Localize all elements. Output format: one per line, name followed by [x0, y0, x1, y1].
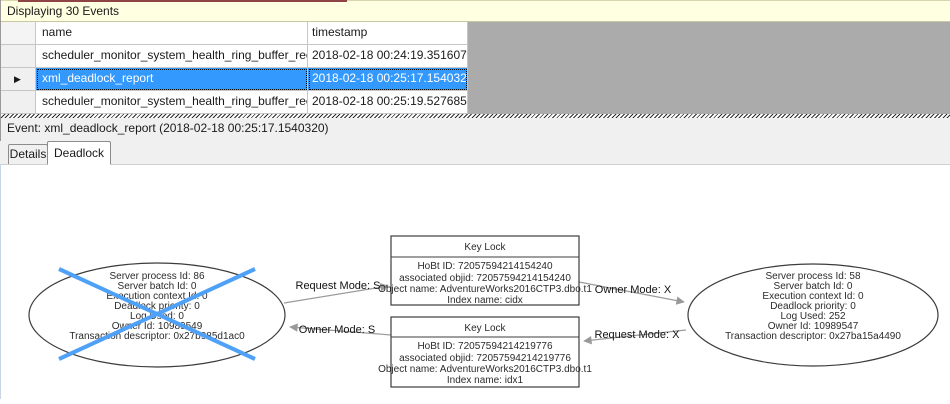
cell-timestamp[interactable]: 2018-02-18 00:25:17.1540320: [308, 68, 468, 91]
node-line: Owner Id: 10989549: [112, 321, 203, 332]
resource-node-key-lock-bottom[interactable]: Key Lock HoBt ID: 72057594214219776 asso…: [378, 316, 592, 388]
cell-timestamp[interactable]: 2018-02-18 00:24:19.3516078: [308, 45, 468, 68]
row-gutter[interactable]: [0, 45, 36, 68]
node-line: Log Used: 252: [780, 311, 845, 322]
node-line: Owner Id: 10989547: [768, 321, 859, 332]
edge-request-s: Request Mode: S: [283, 280, 389, 304]
events-grid[interactable]: name timestamp scheduler_monitor_system_…: [0, 22, 950, 114]
cell-name[interactable]: xml_deadlock_report: [36, 68, 308, 91]
node-line: Execution context Id: 0: [106, 291, 208, 302]
node-line: Server batch Id: 0: [118, 281, 197, 292]
node-line: Deadlock priority: 0: [114, 301, 200, 312]
node-line: Transaction descriptor: 0x27ba15a4490: [725, 331, 901, 342]
edge-label-owner-s: Owner Mode: S: [299, 324, 375, 336]
cell-name[interactable]: scheduler_monitor_system_health_ring_buf…: [36, 91, 308, 114]
victim-cross-icon: [58, 267, 256, 361]
panel-left-border: [0, 0, 1, 141]
column-header-timestamp[interactable]: timestamp: [308, 22, 468, 45]
resource-line: Index name: idx1: [447, 375, 524, 386]
resource-line: associated objid: 72057594214154240: [399, 273, 571, 284]
table-row-selected[interactable]: ▶ xml_deadlock_report 2018-02-18 00:25:1…: [0, 68, 950, 91]
cell-timestamp[interactable]: 2018-02-18 00:25:19.5276859: [308, 91, 468, 114]
node-line: Log Used: 0: [130, 311, 184, 322]
table-row[interactable]: scheduler_monitor_system_health_ring_buf…: [0, 45, 950, 68]
resource-title: Key Lock: [464, 242, 506, 253]
tab-deadlock[interactable]: Deadlock: [47, 141, 111, 165]
column-header-name[interactable]: name: [36, 22, 308, 45]
process-node[interactable]: Server process Id: 58 Server batch Id: 0…: [687, 263, 939, 367]
current-row-indicator-icon[interactable]: ▶: [0, 68, 36, 91]
edge-owner-s: Owner Mode: S: [289, 323, 392, 336]
resource-line: associated objid: 72057594214219776: [399, 353, 571, 364]
events-count-bar: Displaying 30 Events: [0, 0, 950, 22]
resource-line: HoBt ID: 72057594214154240: [417, 261, 553, 272]
resource-line: Object name: AdventureWorks2016CTP3.dbo.…: [378, 364, 592, 375]
node-line: Server process Id: 58: [765, 271, 860, 282]
events-count-label: Displaying 30 Events: [7, 4, 120, 18]
edge-label-request-x: Request Mode: X: [595, 329, 681, 341]
node-line: Execution context Id: 0: [762, 291, 864, 302]
resource-line: HoBt ID: 72057594214219776: [417, 341, 553, 352]
resource-node-key-lock-top[interactable]: Key Lock HoBt ID: 72057594214154240 asso…: [378, 235, 592, 306]
table-row[interactable]: scheduler_monitor_system_health_ring_buf…: [0, 91, 950, 114]
event-title-label: Event: xml_deadlock_report (2018-02-18 0…: [7, 121, 329, 135]
grid-corner-cell[interactable]: [0, 22, 36, 45]
node-line: Server process Id: 86: [109, 271, 204, 282]
node-line: Transaction descriptor: 0x27b985d1ac0: [69, 331, 245, 342]
splitter-handle[interactable]: [0, 114, 950, 118]
edge-label-request-s: Request Mode: S: [296, 280, 381, 292]
resource-line: Object name: AdventureWorks2016CTP3.dbo.…: [378, 284, 592, 295]
node-line: Deadlock priority: 0: [770, 301, 856, 312]
row-gutter[interactable]: [0, 91, 36, 114]
deadlock-graph: Request Mode: S Owner Mode: S Owner Mode…: [28, 235, 939, 388]
edge-owner-x: Owner Mode: X: [578, 281, 685, 305]
event-title-bar: Event: xml_deadlock_report (2018-02-18 0…: [0, 118, 950, 139]
process-node-victim[interactable]: Server process Id: 86 Server batch Id: 0…: [28, 262, 286, 368]
resource-line: Index name: cidx: [447, 295, 523, 306]
tab-details[interactable]: Details: [8, 144, 48, 164]
resource-title: Key Lock: [464, 323, 506, 334]
cropped-toolbar-edge: [18, 0, 347, 2]
tab-strip: Details Deadlock: [0, 139, 950, 165]
deadlock-graph-panel: Request Mode: S Owner Mode: S Owner Mode…: [0, 164, 950, 399]
edge-label-owner-x: Owner Mode: X: [595, 284, 672, 296]
cell-name[interactable]: scheduler_monitor_system_health_ring_buf…: [36, 45, 308, 68]
node-line: Server batch Id: 0: [774, 281, 853, 292]
grid-header-row: name timestamp: [0, 22, 950, 45]
edge-request-x: Request Mode: X: [583, 329, 687, 345]
